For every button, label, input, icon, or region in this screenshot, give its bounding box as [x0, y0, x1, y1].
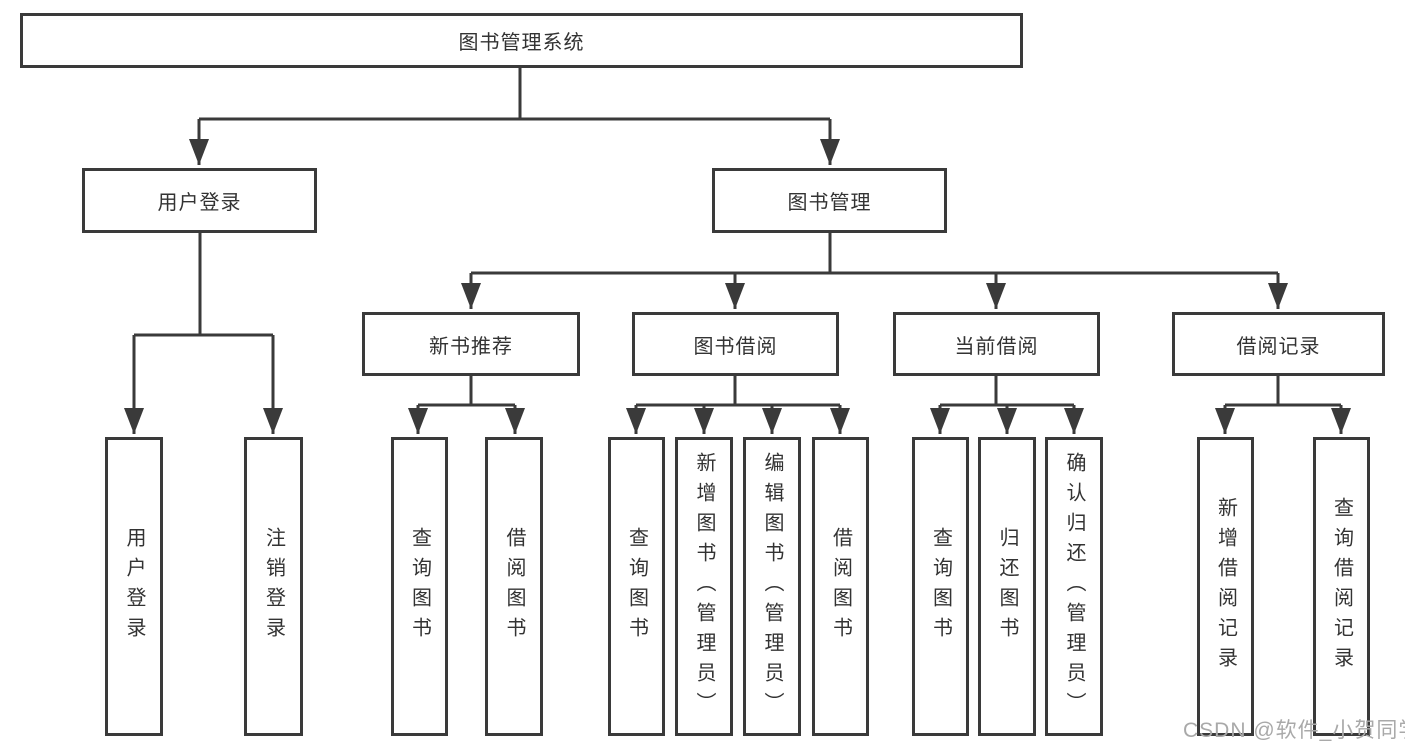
leaf-user-login: 用户登录: [105, 437, 163, 736]
leaf-query-borrow-record: 查询借阅记录: [1313, 437, 1370, 736]
leaf-add-borrow-record: 新增借阅记录: [1197, 437, 1254, 736]
leaf-return-books: 归还图书: [978, 437, 1036, 736]
node-book-management: 图书管理: [712, 168, 947, 233]
leaf-query-books-3: 查询图书: [912, 437, 969, 736]
leaf-edit-books-admin: 编辑图书（管理员）: [743, 437, 801, 736]
node-new-book-recommend: 新书推荐: [362, 312, 580, 376]
leaf-confirm-return-admin: 确认归还（管理员）: [1045, 437, 1103, 736]
watermark: CSDN @软件_小贺同学: [1183, 719, 1405, 742]
leaf-query-books-1: 查询图书: [391, 437, 448, 736]
leaf-logout: 注销登录: [244, 437, 303, 736]
leaf-borrow-books-2: 借阅图书: [812, 437, 869, 736]
node-borrow-records: 借阅记录: [1172, 312, 1385, 376]
leaf-add-books-admin: 新增图书（管理员）: [675, 437, 733, 736]
leaf-query-books-2: 查询图书: [608, 437, 665, 736]
node-user-login: 用户登录: [82, 168, 317, 233]
node-current-borrow: 当前借阅: [893, 312, 1100, 376]
node-book-borrow: 图书借阅: [632, 312, 839, 376]
node-library-system: 图书管理系统: [20, 13, 1023, 68]
leaf-borrow-books-1: 借阅图书: [485, 437, 543, 736]
